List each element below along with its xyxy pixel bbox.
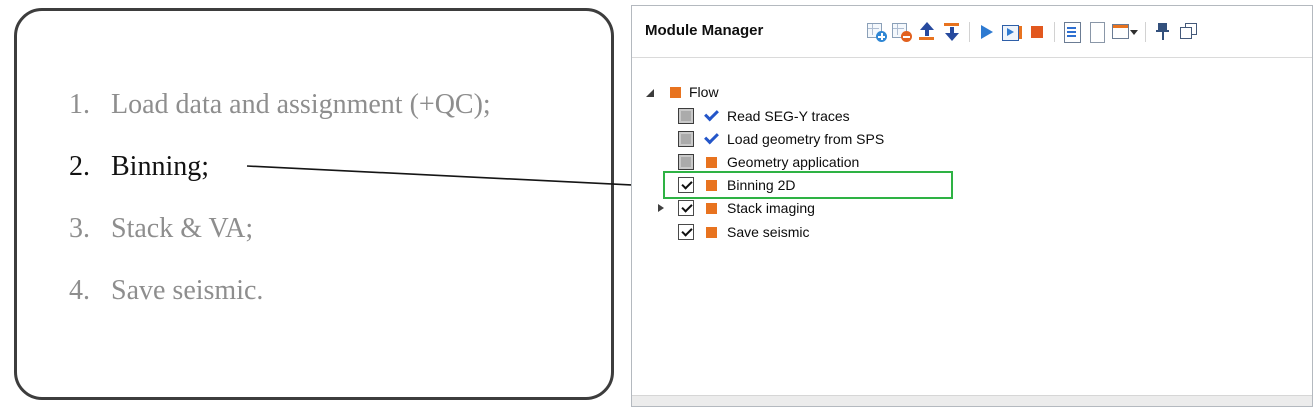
module-checkbox[interactable] xyxy=(678,200,694,216)
workflow-steps-box: 1. Load data and assignment (+QC); 2. Binn… xyxy=(14,8,614,400)
module-list-icon[interactable] xyxy=(1061,20,1083,44)
workflow-step-emphasized: 2. Binning; xyxy=(69,151,209,183)
toolbar-separator xyxy=(1145,22,1146,42)
step-text: Load data and assignment (+QC); xyxy=(111,89,491,120)
tree-row-label[interactable]: Flow xyxy=(689,84,719,100)
module-checkbox[interactable] xyxy=(678,108,694,124)
module-checkbox[interactable] xyxy=(678,177,694,193)
expand-arrow-icon[interactable] xyxy=(658,204,664,212)
step-text: Stack & VA; xyxy=(111,213,254,244)
step-number: 3. xyxy=(69,213,90,244)
module-manager-panel: Module Manager xyxy=(631,5,1313,407)
pin-icon[interactable] xyxy=(1152,20,1174,44)
tree-row-save-seismic[interactable]: Save seismic xyxy=(632,221,1312,244)
tree-row-geometry-application[interactable]: Geometry application xyxy=(632,151,1312,174)
panel-title: Module Manager xyxy=(645,22,764,39)
tree-row-stack-imaging[interactable]: Stack imaging xyxy=(632,197,1312,220)
remove-module-icon[interactable] xyxy=(891,20,913,44)
flow-status-icon xyxy=(668,84,684,100)
tree-row-label[interactable]: Binning 2D xyxy=(727,177,796,193)
new-window-dropdown-icon[interactable] xyxy=(1111,20,1139,44)
stop-icon[interactable] xyxy=(1026,20,1048,44)
tree-row-load-geometry-from-sps[interactable]: Load geometry from SPS xyxy=(632,128,1312,151)
module-checkbox[interactable] xyxy=(678,154,694,170)
step-text: Binning; xyxy=(111,151,210,182)
horizontal-scrollbar[interactable] xyxy=(632,395,1312,406)
tree-row-read-segy-traces[interactable]: Read SEG-Y traces xyxy=(632,105,1312,128)
toolbar-separator xyxy=(969,22,970,42)
orange-square-status-icon xyxy=(704,154,720,170)
step-number: 1. xyxy=(69,89,90,120)
blank-document-icon[interactable] xyxy=(1086,20,1108,44)
panel-header: Module Manager xyxy=(632,6,1312,58)
add-module-icon[interactable] xyxy=(866,20,888,44)
orange-square-status-icon xyxy=(704,200,720,216)
run-flow-icon[interactable] xyxy=(1001,20,1023,44)
workflow-step: 1. Load data and assignment (+QC); xyxy=(69,89,491,121)
orange-square-status-icon xyxy=(704,224,720,240)
step-number: 4. xyxy=(69,275,90,306)
tree-row-flow[interactable]: Flow xyxy=(632,81,1312,104)
tree-row-label[interactable]: Read SEG-Y traces xyxy=(727,108,850,124)
cascade-windows-icon[interactable] xyxy=(1177,20,1199,44)
blue-check-status-icon xyxy=(704,108,720,124)
workflow-step: 4. Save seismic. xyxy=(69,275,263,307)
flow-tree: Flow Read SEG-Y traces Load geometry fro… xyxy=(632,59,1312,395)
tree-row-label[interactable]: Geometry application xyxy=(727,154,860,170)
step-number: 2. xyxy=(69,151,90,182)
workflow-step: 3. Stack & VA; xyxy=(69,213,253,245)
tree-row-label[interactable]: Save seismic xyxy=(727,224,810,240)
module-checkbox[interactable] xyxy=(678,224,694,240)
collapse-arrow-icon[interactable] xyxy=(646,89,654,97)
module-manager-toolbar xyxy=(866,19,1199,45)
orange-square-status-icon xyxy=(704,177,720,193)
move-down-icon[interactable] xyxy=(941,20,963,44)
blue-check-status-icon xyxy=(704,131,720,147)
toolbar-separator xyxy=(1054,22,1055,42)
tree-row-binning-2d[interactable]: Binning 2D xyxy=(632,174,1312,197)
module-checkbox[interactable] xyxy=(678,131,694,147)
move-up-icon[interactable] xyxy=(916,20,938,44)
tree-row-label[interactable]: Stack imaging xyxy=(727,200,815,216)
step-text: Save seismic. xyxy=(111,275,264,306)
tree-row-label[interactable]: Load geometry from SPS xyxy=(727,131,885,147)
run-icon[interactable] xyxy=(976,20,998,44)
